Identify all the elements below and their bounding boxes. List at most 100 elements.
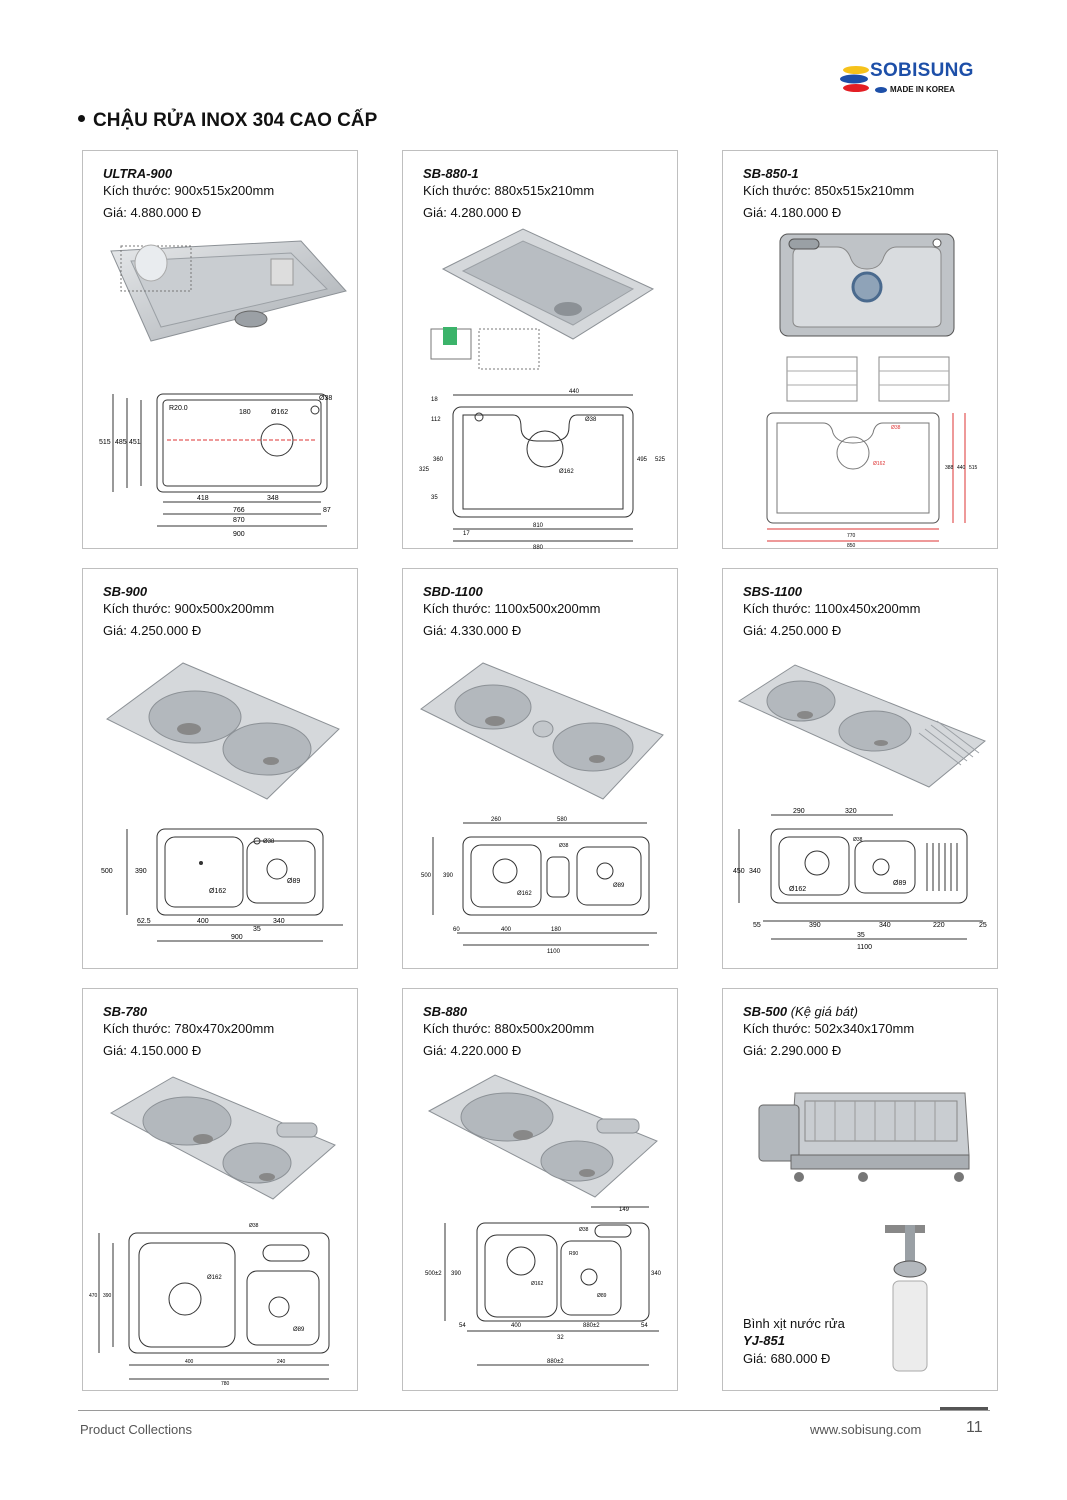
product-price: Giá: 4.330.000 Đ bbox=[423, 623, 522, 638]
dim-label: 850 bbox=[847, 543, 856, 549]
dim-label: 340 bbox=[273, 918, 285, 925]
dim-label: Ø89 bbox=[613, 883, 625, 889]
product-model: SB-500 (Kệ giá bát) bbox=[743, 1004, 858, 1019]
dim-label: 1100 bbox=[547, 949, 561, 955]
dim-label: Ø38 bbox=[559, 843, 569, 849]
dim-label: 390 bbox=[135, 868, 147, 875]
product-size: Kích thước: 880x515x210mm bbox=[423, 183, 595, 198]
dim-label: Ø162 bbox=[559, 469, 574, 475]
product-size: Kích thước: 900x500x200mm bbox=[103, 601, 275, 616]
dim-label: 440 bbox=[569, 389, 580, 395]
product-size: Kích thước: 1100x500x200mm bbox=[423, 601, 601, 616]
product-size: Kích thước: 780x470x200mm bbox=[103, 1021, 275, 1036]
product-model: SBD-1100 bbox=[423, 584, 483, 599]
dim-label: Ø38 bbox=[579, 1227, 589, 1233]
dim-label: Ø89 bbox=[287, 878, 300, 885]
dim-label: 348 bbox=[267, 495, 279, 502]
dim-label: 900 bbox=[231, 934, 243, 941]
dim-label: Ø38 bbox=[585, 417, 597, 423]
sink-photo bbox=[737, 664, 986, 788]
dim-label: 390 bbox=[443, 873, 454, 879]
sink-photo bbox=[110, 240, 347, 342]
technical-drawing: 500 390 Ø38 Ø162 Ø89 62.5 400 340 900 35 bbox=[101, 828, 343, 942]
product-model: SB-880 bbox=[423, 1004, 468, 1019]
dispenser-price: Giá: 680.000 Đ bbox=[743, 1351, 831, 1366]
dim-label: Ø89 bbox=[597, 1293, 607, 1299]
product-card-sb-900: SB-900 Kích thước: 900x500x200mm Giá: 4.… bbox=[82, 568, 358, 969]
product-size: Kích thước: 502x340x170mm bbox=[743, 1021, 915, 1036]
dim-label: 340 bbox=[651, 1271, 662, 1277]
product-card-sb-500: SB-500 (Kệ giá bát) Kích thước: 502x340x… bbox=[722, 988, 998, 1391]
brand-logo: SOBISUNG MADE IN KOREA bbox=[838, 58, 973, 103]
footer-accent bbox=[940, 1407, 988, 1410]
dim-label: 340 bbox=[749, 868, 761, 875]
product-card-sbs-1100: SBS-1100 Kích thước: 1100x450x200mm Giá:… bbox=[722, 568, 998, 969]
dim-label: 880±2 bbox=[547, 1359, 564, 1365]
dim-label: 500 bbox=[101, 868, 113, 875]
footer-website-link[interactable]: www.sobisung.com bbox=[810, 1422, 922, 1437]
dim-label: 580 bbox=[557, 817, 568, 823]
dim-label: 495 bbox=[637, 457, 648, 463]
sink-photo bbox=[106, 662, 340, 800]
section-heading: CHẬU RỬA INOX 304 CAO CẤP bbox=[78, 110, 377, 132]
dim-label: 780 bbox=[221, 1381, 230, 1387]
product-price: Giá: 4.250.000 Đ bbox=[743, 623, 842, 638]
dim-label: 55 bbox=[753, 922, 761, 929]
sink-photo bbox=[779, 233, 955, 337]
dim-label: 62.5 bbox=[137, 918, 151, 925]
dim-label: 240 bbox=[277, 1359, 286, 1365]
dim-label: 451 bbox=[129, 439, 141, 446]
dim-label: 17 bbox=[463, 531, 470, 537]
dim-label: 880±2 bbox=[583, 1323, 600, 1329]
dim-label: 390 bbox=[103, 1293, 112, 1299]
dim-label: 32 bbox=[557, 1335, 564, 1341]
dim-label: Ø162 bbox=[789, 886, 806, 893]
product-model: ULTRA-900 bbox=[103, 166, 173, 181]
dim-label: 54 bbox=[641, 1323, 648, 1329]
product-model: SB-850-1 bbox=[743, 166, 799, 181]
soap-dispenser-photo bbox=[885, 1225, 928, 1372]
dim-label: 340 bbox=[879, 922, 891, 929]
dim-label: 400 bbox=[185, 1359, 194, 1365]
dim-label: Ø162 bbox=[209, 888, 226, 895]
technical-drawing: 290 320 Ø38 450 340 Ø162 Ø89 55 390 340 … bbox=[733, 808, 987, 951]
dispenser-model: YJ-851 bbox=[743, 1333, 785, 1348]
bullet-icon bbox=[78, 115, 85, 123]
sink-photo bbox=[109, 1076, 336, 1200]
brand-name: SOBISUNG bbox=[870, 60, 974, 81]
dim-label: 440 bbox=[957, 465, 966, 471]
dim-label: Ø38 bbox=[853, 837, 863, 843]
dim-label: 900 bbox=[233, 531, 245, 538]
product-price: Giá: 4.220.000 Đ bbox=[423, 1043, 522, 1058]
technical-drawing: 149 Ø38 R90 Ø162 Ø89 500±2 390 340 54 40… bbox=[425, 1206, 662, 1366]
product-card-sbd-1100: SBD-1100 Kích thước: 1100x500x200mm Giá:… bbox=[402, 568, 678, 969]
product-size: Kích thước: 1100x450x200mm bbox=[743, 601, 921, 616]
dim-label: 180 bbox=[239, 409, 251, 416]
dim-label: 25 bbox=[979, 922, 987, 929]
dim-label: Ø162 bbox=[873, 461, 885, 467]
dim-label: 400 bbox=[511, 1323, 522, 1329]
dim-label: 500 bbox=[421, 873, 432, 879]
dim-label: 450 bbox=[733, 868, 745, 875]
page-number: 11 bbox=[966, 1419, 983, 1436]
dim-label: 18 bbox=[431, 397, 438, 403]
dim-label: Ø38 bbox=[263, 839, 275, 845]
dim-label: 870 bbox=[233, 517, 245, 524]
product-price: Giá: 4.180.000 Đ bbox=[743, 205, 842, 220]
product-price: Giá: 2.290.000 Đ bbox=[743, 1043, 842, 1058]
dim-label: 260 bbox=[491, 817, 502, 823]
dim-label: 500±2 bbox=[425, 1271, 442, 1277]
dim-label: Ø89 bbox=[293, 1327, 305, 1333]
dim-label: 112 bbox=[431, 417, 441, 423]
dim-label: 400 bbox=[501, 927, 512, 933]
dispenser-label: Bình xịt nước rửa bbox=[743, 1316, 845, 1331]
dim-label: 290 bbox=[793, 808, 805, 815]
dim-label: Ø162 bbox=[271, 409, 288, 416]
dim-label: 35 bbox=[431, 495, 438, 501]
product-card-sb-880: SB-880 Kích thước: 880x500x200mm Giá: 4.… bbox=[402, 988, 678, 1391]
dim-label: 770 bbox=[847, 533, 856, 539]
model-note: (Kệ giá bát) bbox=[790, 1004, 858, 1019]
dim-label: 400 bbox=[197, 918, 209, 925]
dim-label: 149 bbox=[619, 1207, 630, 1213]
product-price: Giá: 4.150.000 Đ bbox=[103, 1043, 202, 1058]
